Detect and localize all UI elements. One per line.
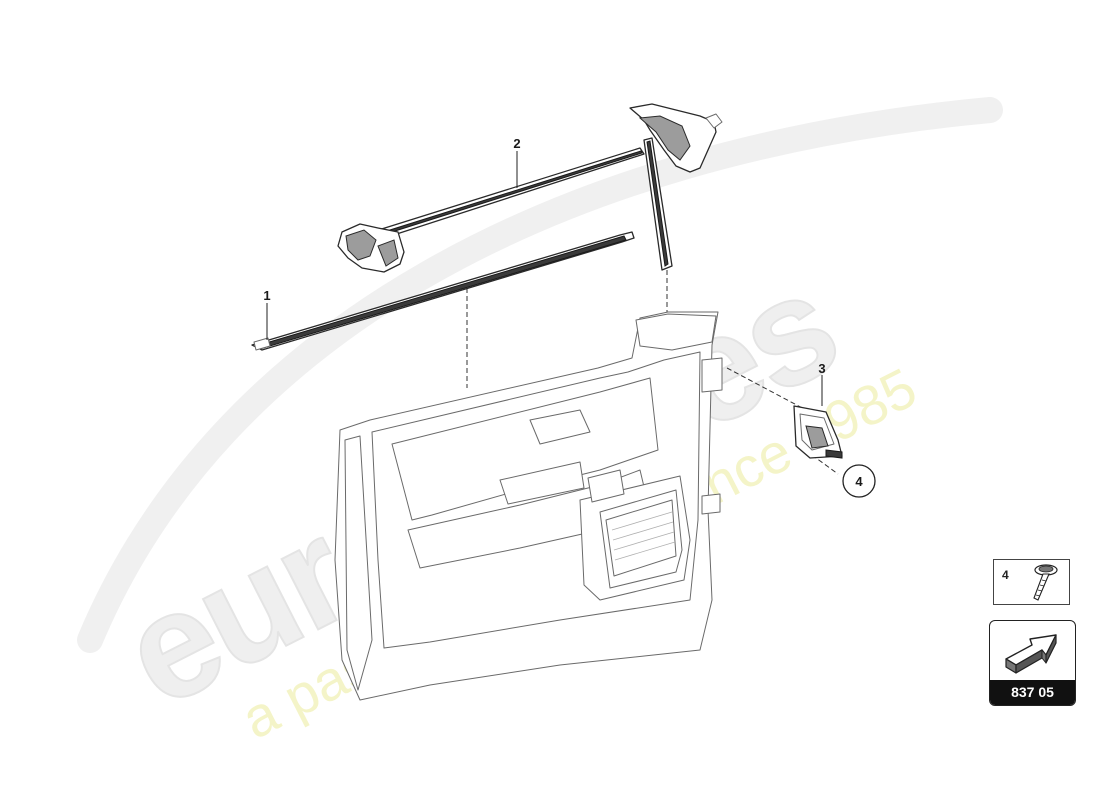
legend-box-part-4[interactable]: 4: [993, 559, 1070, 605]
callout-4: 4: [855, 474, 863, 489]
callout-2: 2: [513, 136, 520, 151]
legend-part-number: 4: [1002, 568, 1009, 582]
part-1-belt-strip[interactable]: [251, 231, 635, 351]
nav-page-label: 837 05: [990, 680, 1075, 705]
assembly-lines: [466, 270, 839, 475]
speaker-grille: [605, 499, 677, 577]
callout-3: 3: [818, 361, 825, 376]
callouts: 1 2 3 4: [263, 136, 876, 498]
callout-4-circle: [842, 464, 876, 498]
door-panel[interactable]: [334, 311, 723, 701]
leader-lines: [266, 151, 823, 406]
callout-1: 1: [263, 288, 270, 303]
part-2-frame-seal[interactable]: [337, 103, 723, 273]
arrow-icon: [1000, 629, 1066, 682]
nav-card-next-page[interactable]: 837 05: [989, 620, 1076, 706]
screw-icon: [1022, 562, 1062, 609]
part-3-mirror-cover[interactable]: [793, 405, 843, 459]
